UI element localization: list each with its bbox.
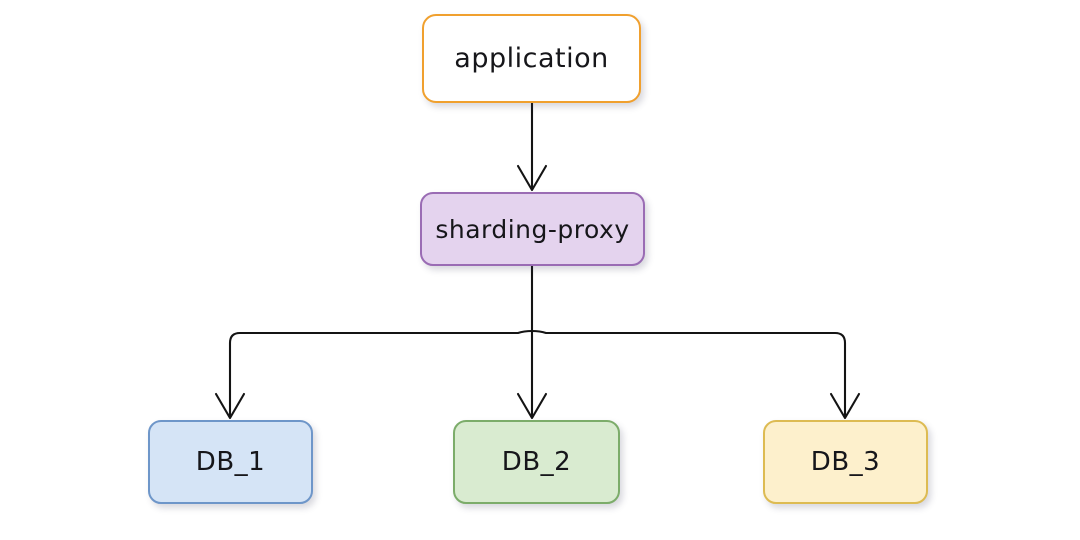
node-db-1-label: DB_1: [195, 447, 266, 477]
edge-sharding-proxy-to-db-1: [214, 329, 534, 420]
node-db-3[interactable]: DB_3: [763, 420, 928, 504]
node-sharding-proxy[interactable]: sharding-proxy: [420, 192, 645, 266]
node-db-2-label: DB_2: [501, 447, 572, 477]
edge-sharding-proxy-to-db-3: [530, 329, 861, 420]
edge-sharding-proxy-to-db-2: [516, 329, 548, 420]
node-db-3-label: DB_3: [810, 447, 881, 477]
node-application[interactable]: application: [422, 14, 641, 103]
node-db-2[interactable]: DB_2: [453, 420, 620, 504]
node-application-label: application: [454, 43, 609, 74]
edge-application-to-sharding-proxy: [516, 101, 548, 192]
node-sharding-proxy-label: sharding-proxy: [435, 214, 630, 244]
node-db-1[interactable]: DB_1: [148, 420, 313, 504]
